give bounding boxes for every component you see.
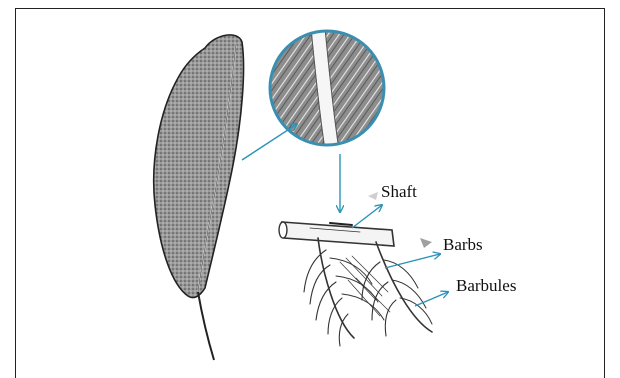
feather-illustration [154,35,244,360]
barbs-label: Barbs [443,235,483,255]
arrow-barbules [415,292,448,306]
arrow-shaft [352,205,382,228]
barbs-pointer-mark [420,238,432,248]
arrow-barbs [385,254,440,268]
barbules-label: Barbules [456,276,516,296]
shaft-pointer-mark [368,192,378,200]
barb-detail-illustration [279,222,432,346]
arrows [242,124,448,306]
shaft-label: Shaft [381,182,417,202]
arrow-feather-to-magnifier [242,124,297,160]
magnified-view [265,28,390,153]
